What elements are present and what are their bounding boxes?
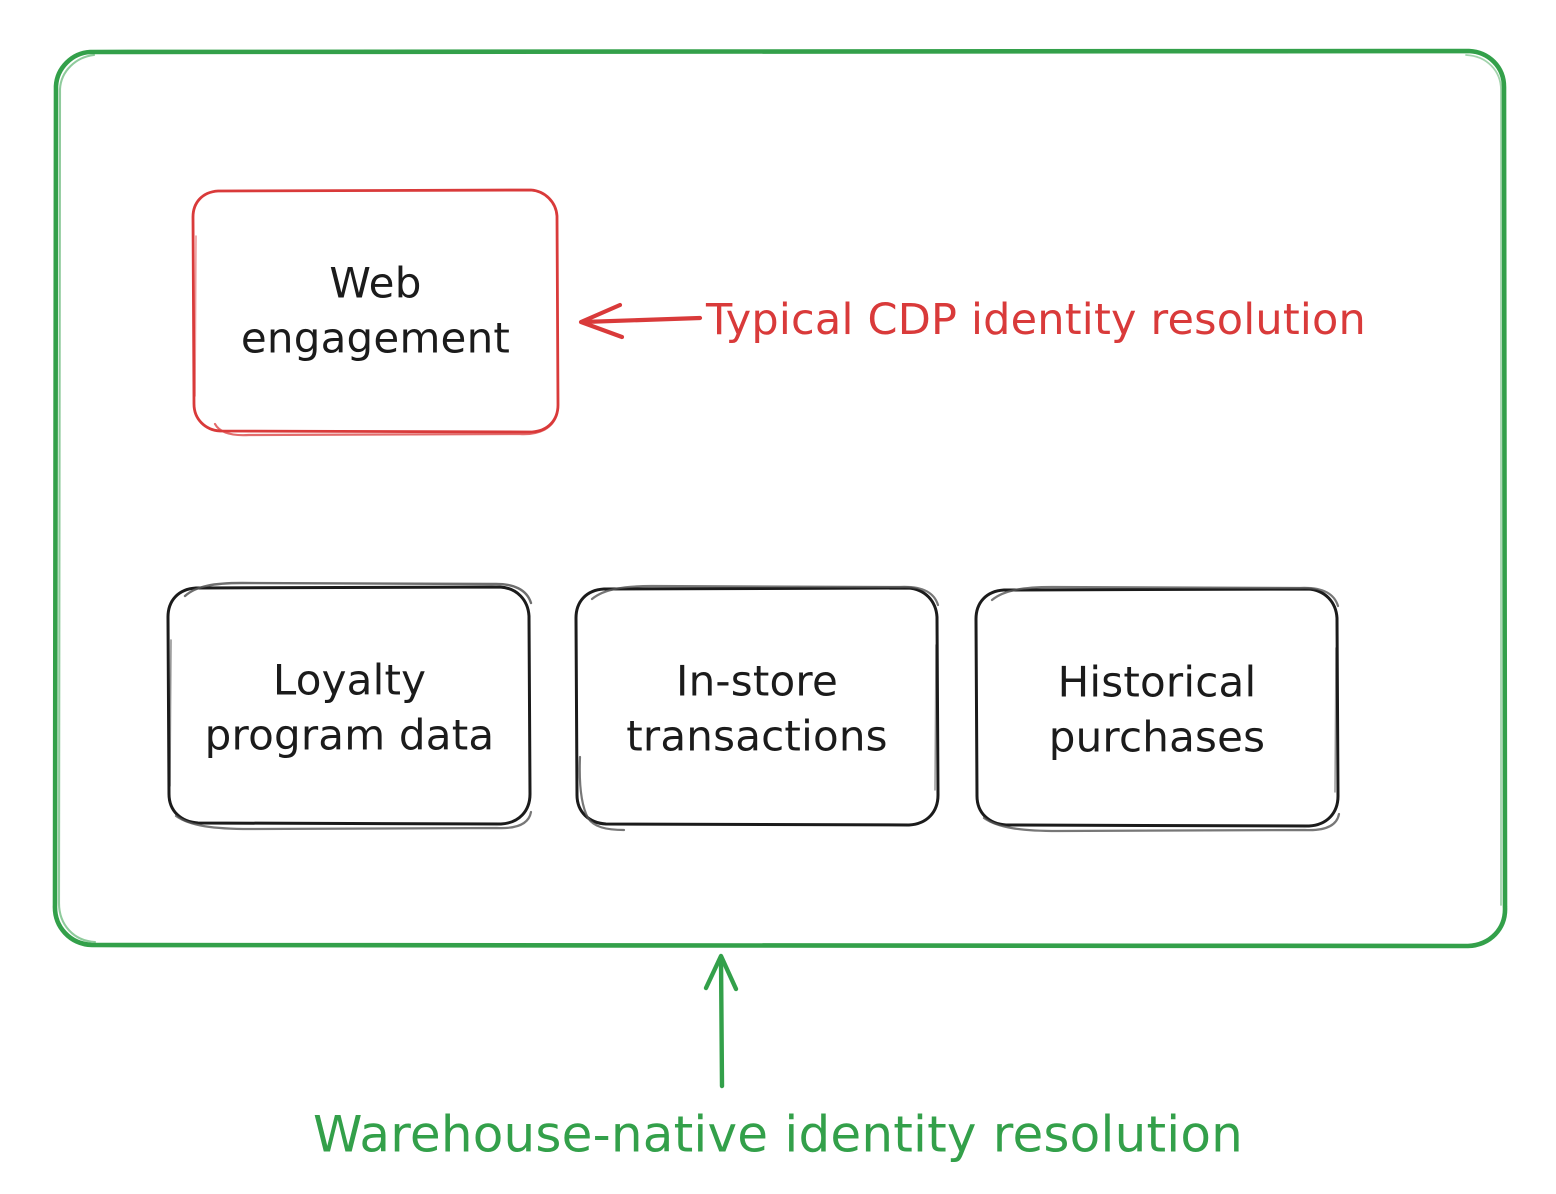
loyalty-program-data-label-line1: Loyalty (272, 655, 427, 705)
historical-purchases-node[interactable]: Historical purchases (976, 587, 1338, 833)
warehouse-native-container (52, 48, 1508, 949)
warehouse-native-caption: Warehouse-native identity resolution (312, 1105, 1244, 1164)
in-store-transactions-label: In-store transactions (576, 654, 938, 763)
web-engagement-box-outline[interactable] (191, 188, 560, 437)
historical-purchases-label-line2: purchases (1048, 712, 1266, 761)
in-store-transactions-box-outline[interactable] (574, 584, 940, 832)
up-arrow-icon (703, 953, 739, 1089)
in-store-transactions-node[interactable]: In-store transactions (576, 586, 938, 832)
historical-purchases-label-line1: Historical (1057, 657, 1257, 707)
loyalty-program-data-node[interactable]: Loyalty program data (168, 585, 531, 831)
historical-purchases-label: Historical purchases (976, 655, 1338, 764)
in-store-transactions-label-line1: In-store (676, 656, 838, 706)
left-arrow-icon (578, 302, 703, 340)
loyalty-program-data-label: Loyalty program data (168, 653, 531, 762)
web-engagement-node[interactable]: Web engagement (193, 190, 558, 432)
web-engagement-label-line2: engagement (240, 313, 511, 362)
web-engagement-label: Web engagement (193, 256, 558, 365)
typical-cdp-annotation-text: Typical CDP identity resolution (706, 295, 1366, 346)
loyalty-program-data-box-outline[interactable] (166, 581, 533, 831)
in-store-transactions-label-line2: transactions (626, 711, 888, 760)
loyalty-program-data-label-line2: program data (204, 710, 495, 759)
historical-purchases-box-outline[interactable] (974, 585, 1341, 833)
web-engagement-label-line1: Web (329, 258, 422, 308)
